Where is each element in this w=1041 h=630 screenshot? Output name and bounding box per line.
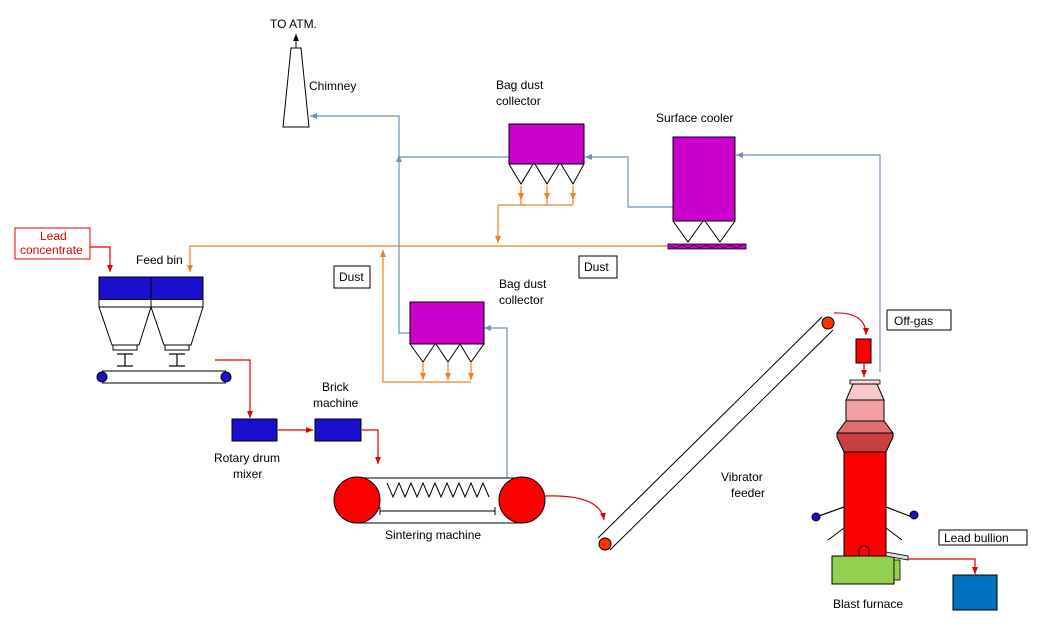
gas-line-main-to-chimney bbox=[310, 113, 400, 157]
sintering-machine-label: Sintering machine bbox=[385, 528, 481, 542]
rotary-drum-mixer bbox=[231, 418, 278, 442]
lead-concentrate-box bbox=[14, 227, 91, 260]
bag-collector-top-label: Bag dust bbox=[496, 78, 544, 92]
material-line-feeder-to-furnace bbox=[833, 312, 869, 336]
surface-cooler-label: Surface cooler bbox=[656, 111, 733, 125]
surface-cooler bbox=[667, 136, 747, 250]
dust-line-mid-collector-header bbox=[380, 250, 471, 383]
bag-collector-mid-label-2: collector bbox=[499, 293, 544, 307]
lead-concentrate-label: Lead bbox=[40, 229, 67, 243]
lead-bullion-label: Lead bullion bbox=[944, 531, 1009, 545]
material-line-concentrate-to-bin bbox=[90, 246, 113, 272]
dust-line-main-header bbox=[187, 245, 668, 272]
gas-line-mid-collector-up bbox=[396, 155, 410, 334]
blast-furnace-label: Blast furnace bbox=[833, 597, 903, 611]
bag-dust-collector-mid bbox=[409, 301, 485, 363]
material-lines bbox=[90, 246, 978, 574]
sintering-machine bbox=[333, 476, 546, 524]
dust-box-right bbox=[578, 255, 618, 279]
dust-box-left bbox=[333, 265, 371, 289]
feed-bin bbox=[98, 276, 204, 367]
material-line-sinter-to-feeder bbox=[544, 495, 606, 521]
feed-bin-label: Feed bin bbox=[136, 253, 183, 267]
dust-label-left: Dust bbox=[339, 270, 364, 284]
off-gas-label: Off-gas bbox=[894, 314, 933, 328]
chimney-label: Chimney bbox=[309, 79, 356, 93]
bag-dust-collector-top bbox=[508, 123, 585, 186]
rotary-drum-mixer-label-2: mixer bbox=[233, 467, 262, 481]
material-line-furnace-to-bullion bbox=[905, 558, 978, 574]
rotary-drum-mixer-label: Rotary drum bbox=[214, 451, 280, 465]
dust-line-top-collector-drop bbox=[498, 204, 573, 243]
to-atm-label: TO ATM. bbox=[270, 17, 317, 31]
lead-concentrate-label-2: concentrate bbox=[20, 243, 83, 257]
gas-line-cooler-to-top-collector bbox=[585, 154, 673, 208]
bag-collector-mid-label: Bag dust bbox=[499, 277, 547, 291]
vibrator-feeder-label-2: feeder bbox=[731, 486, 765, 500]
blast-furnace bbox=[811, 338, 919, 585]
gas-lines bbox=[310, 113, 881, 478]
dust-label-right: Dust bbox=[584, 260, 609, 274]
lead-bullion-container bbox=[952, 574, 998, 611]
lead-bullion-box bbox=[938, 529, 1028, 546]
gas-line-sinter-to-mid-collector bbox=[484, 325, 508, 478]
material-line-conveyor-to-mixer bbox=[215, 359, 253, 418]
brick-machine-label-2: machine bbox=[313, 396, 359, 410]
brick-machine-label: Brick bbox=[322, 380, 350, 394]
gas-line-offgas-to-cooler bbox=[736, 152, 881, 372]
material-line-brick-to-sinter bbox=[362, 429, 381, 464]
brick-machine bbox=[314, 418, 362, 442]
off-gas-box bbox=[886, 309, 952, 331]
bag-collector-top-label-2: collector bbox=[496, 94, 541, 108]
chimney bbox=[282, 34, 310, 128]
vibrator-feeder bbox=[597, 316, 835, 551]
vibrator-feeder-label: Vibrator bbox=[721, 470, 763, 484]
feed-conveyor bbox=[96, 370, 232, 384]
